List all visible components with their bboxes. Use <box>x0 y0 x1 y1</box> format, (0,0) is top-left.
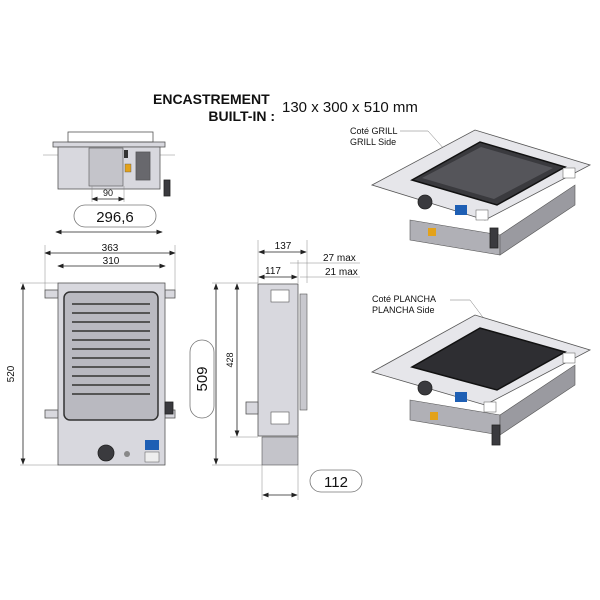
front-view: 363 310 520 <box>6 243 176 466</box>
iso-grill-label-en: GRILL Side <box>350 137 396 147</box>
dim-428: 428 <box>225 352 235 367</box>
dim-27-max: 27 max <box>323 253 356 264</box>
dim-90: 90 <box>103 188 113 198</box>
dim-137: 137 <box>275 241 292 252</box>
dim-310: 310 <box>103 256 120 267</box>
dim-117: 117 <box>265 266 281 277</box>
dim-520: 520 <box>6 365 17 382</box>
dim-363: 363 <box>102 243 119 254</box>
title-line1: ENCASTREMENT <box>153 91 270 107</box>
iso-view-plancha: Coté PLANCHA PLANCHA Side <box>370 294 592 446</box>
dim-112: 112 <box>324 474 348 491</box>
iso-view-grill: Coté GRILL GRILL Side <box>350 126 592 256</box>
iso-plancha-label-en: PLANCHA Side <box>372 305 435 315</box>
side-view: 509 428 137 117 27 max 21 max 112 <box>189 240 363 500</box>
dim-509: 509 <box>194 366 211 391</box>
dim-296-6: 296,6 <box>96 209 134 226</box>
iso-grill-label-fr: Coté GRILL <box>350 126 398 136</box>
dim-21-max: 21 max <box>325 267 358 278</box>
iso-plancha-label-fr: Coté PLANCHA <box>372 294 436 304</box>
top-view: 90 296,6 <box>43 131 175 235</box>
title-line2: BUILT-IN : <box>208 108 275 124</box>
title-dimensions: 130 x 300 x 510 mm <box>282 99 418 116</box>
